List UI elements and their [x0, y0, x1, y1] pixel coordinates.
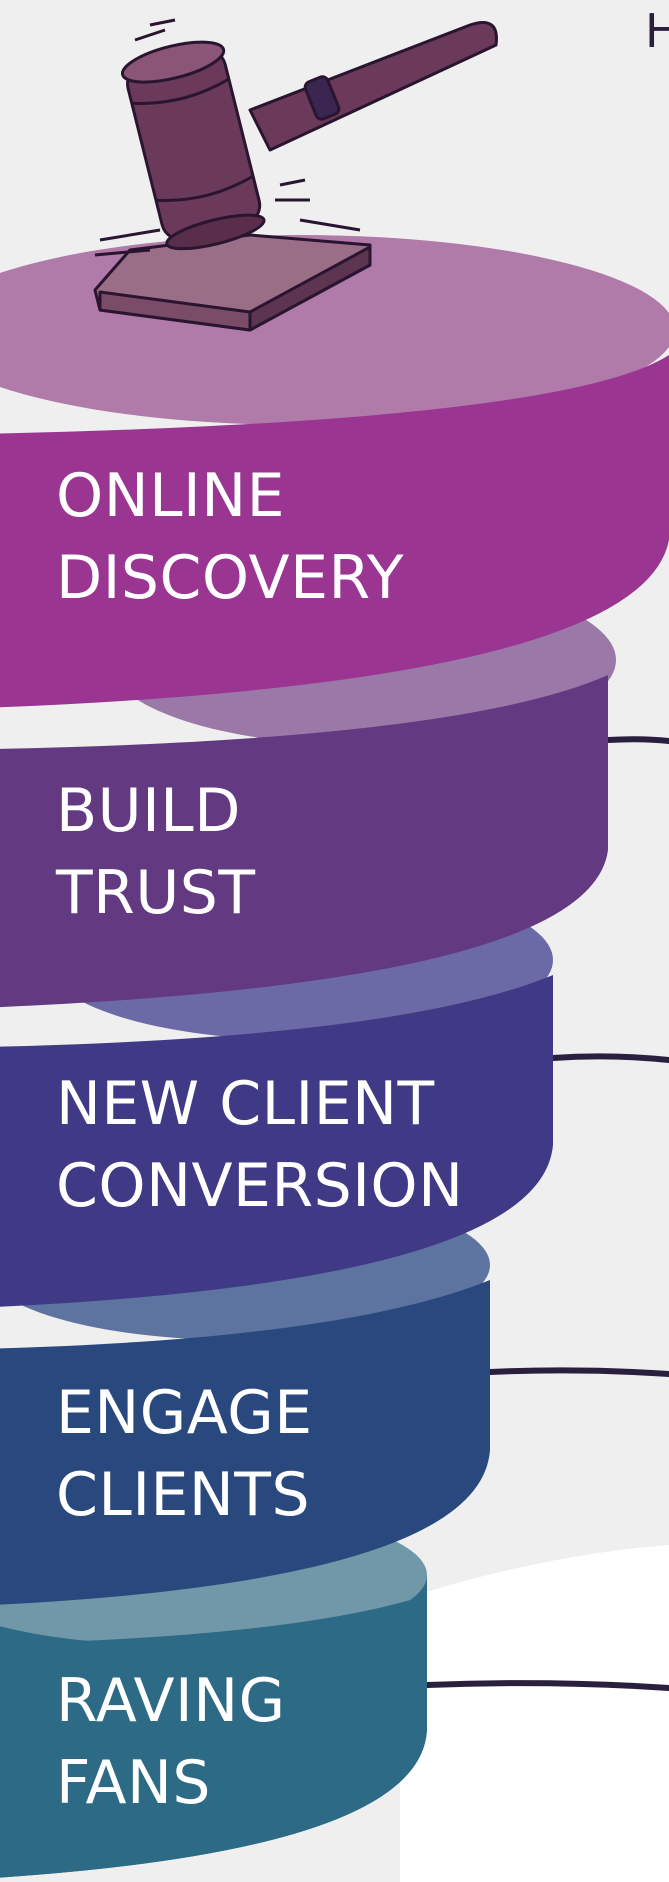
layer-front	[0, 1595, 427, 1878]
background-highlight	[400, 1545, 669, 1882]
layer-front	[0, 355, 669, 708]
layer-label-engage-clients: ENGAGE CLIENTS	[56, 1372, 313, 1536]
layer-label-new-client-conversion: NEW CLIENT CONVERSION	[56, 1063, 464, 1227]
connector-line	[424, 1680, 669, 1691]
gavel-icon	[93, 18, 498, 332]
connector-line	[605, 736, 669, 744]
layer-label-online-discovery: ONLINE DISCOVERY	[56, 455, 404, 619]
label-line: CONVERSION	[56, 1151, 464, 1221]
connector-lines	[424, 736, 669, 1691]
label-line: ENGAGE	[56, 1378, 313, 1448]
label-line: RAVING	[56, 1666, 286, 1736]
layer-label-build-trust: BUILD TRUST	[56, 770, 256, 934]
label-line: CLIENTS	[56, 1460, 311, 1530]
connector-line	[550, 1053, 669, 1063]
layer-front	[0, 1280, 490, 1605]
layer-front	[0, 975, 553, 1307]
label-line: NEW CLIENT	[56, 1069, 435, 1139]
corner-text: H	[645, 4, 669, 58]
label-line: ONLINE	[56, 461, 286, 531]
label-line: FANS	[56, 1748, 212, 1818]
layer-front	[0, 675, 608, 1008]
layer-label-raving-fans: RAVING FANS	[56, 1660, 286, 1824]
label-line: BUILD	[56, 776, 241, 846]
label-line: TRUST	[56, 858, 256, 928]
label-line: DISCOVERY	[56, 543, 405, 613]
connector-line	[487, 1367, 669, 1377]
